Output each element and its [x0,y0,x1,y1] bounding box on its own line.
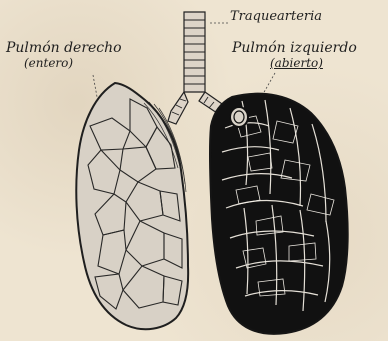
right-lung-label: Pulmón derecho [6,41,122,55]
trachea-label: Traquearteria [230,10,322,23]
left-lung-label: Pulmón izquierdo [232,41,357,55]
trachea [184,12,205,92]
left-bronchus-opening [230,107,248,127]
left-lung [210,94,348,334]
left-lung-note: (abierto) [270,57,323,69]
right-lung-note: (entero) [24,57,73,69]
